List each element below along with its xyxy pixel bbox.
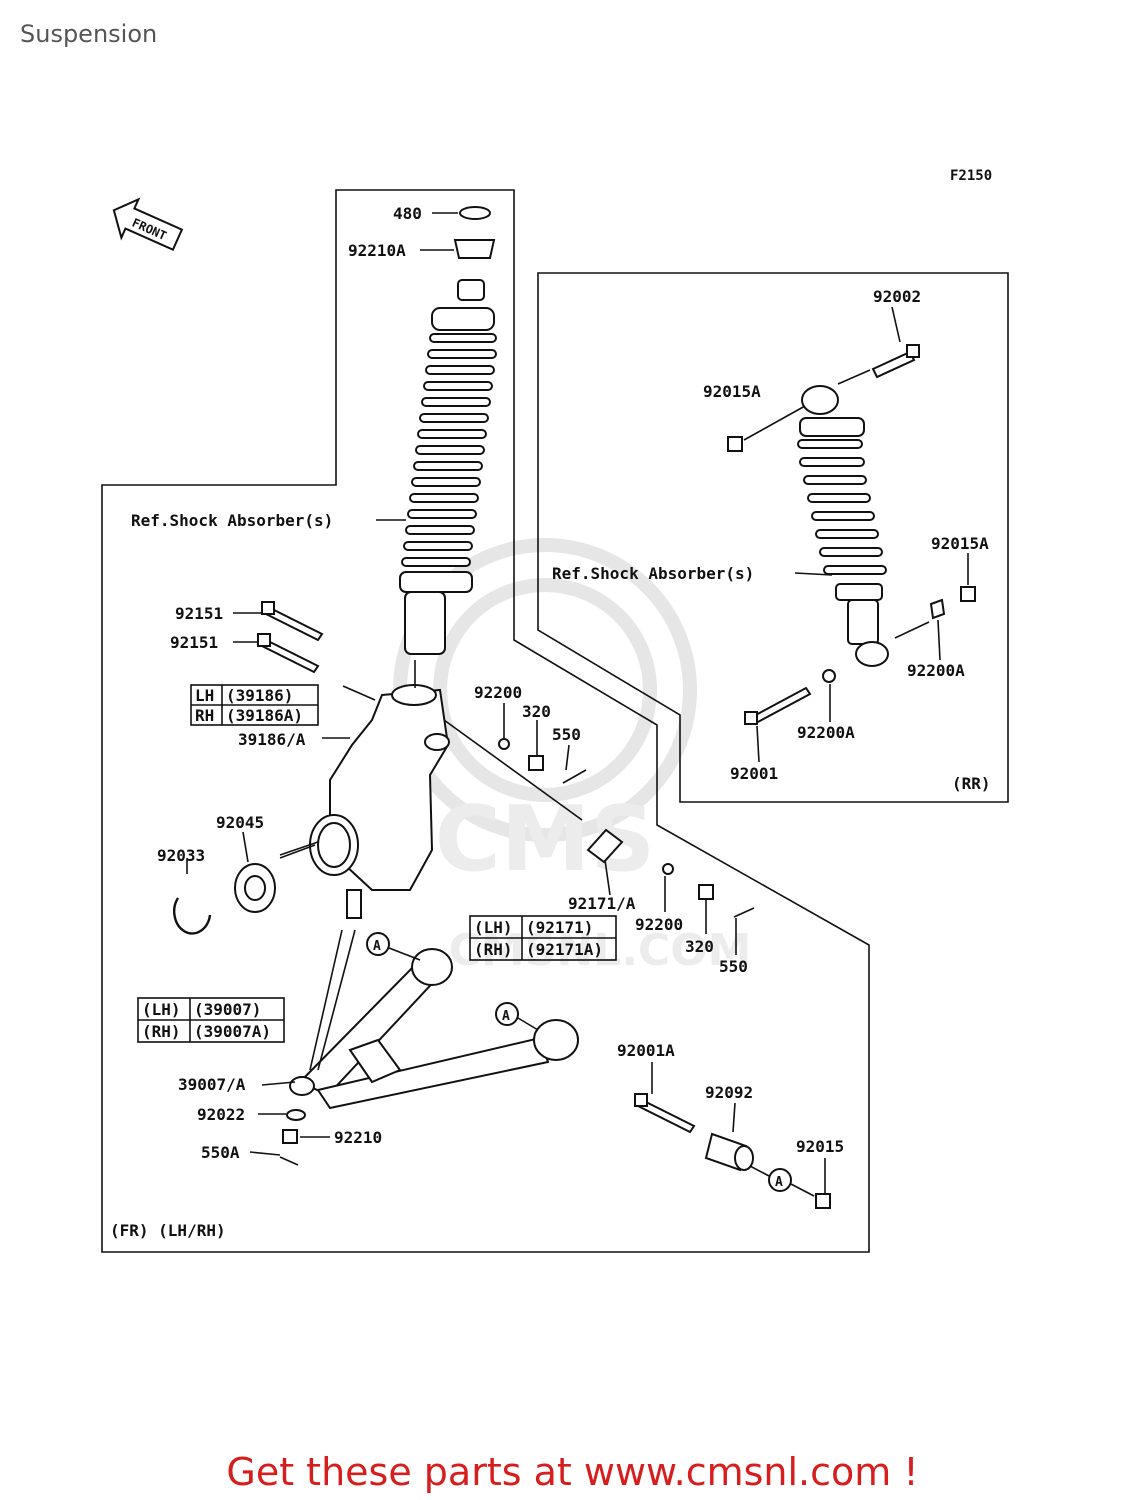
front-shock-spring [401,333,497,567]
wheel-bearing [234,863,276,913]
callout-a-markers: A A A [366,932,815,1197]
label-92200a-r2: 92200A [797,723,855,742]
rear-shock-absorber [727,344,976,725]
watermark-url-text: CMSNL.COM [449,925,752,976]
label-480: 480 [393,204,422,223]
cotter-pin-550-b [733,907,755,918]
label-92033: 92033 [157,846,205,865]
label-92210: 92210 [334,1128,382,1147]
svg-text:(RH): (RH) [474,940,513,959]
svg-text:(39007): (39007) [194,1000,261,1019]
arm-variant-table: (LH) (39007) (RH) (39007A) [137,997,285,1043]
label-92002: 92002 [873,287,921,306]
label-550-a: 550 [552,725,581,744]
lower-a-arm [289,948,579,1110]
nut-320-b [698,884,714,900]
knuckle-bolts [256,601,324,674]
label-92200-a: 92200 [474,683,522,702]
page-title: Suspension [20,20,158,48]
label-rear-assembly: (RR) [952,774,991,793]
bracket-92171 [586,828,624,864]
svg-text:LH: LH [195,686,214,705]
label-92171a: 92171/A [568,894,636,913]
label-92015a-right: 92015A [931,534,989,553]
svg-text:(39186A): (39186A) [226,706,303,725]
cotter-pin-550a [279,1156,299,1166]
watermark-logo-text: CMS [435,787,655,892]
label-92045: 92045 [216,813,264,832]
svg-text:(RH): (RH) [142,1022,181,1041]
label-92151-b: 92151 [170,633,218,652]
label-550-b: 550 [719,957,748,976]
svg-text:(LH): (LH) [474,918,513,937]
svg-text:(LH): (LH) [142,1000,181,1019]
svg-text:(39007A): (39007A) [194,1022,271,1041]
front-shock-absorber [399,206,497,655]
svg-text:(92171A): (92171A) [526,940,603,959]
label-ref-shock-front: Ref.Shock Absorber(s) [131,511,333,530]
label-92210a: 92210A [348,241,406,260]
label-550a: 550A [201,1143,240,1162]
front-assembly-frame [101,189,870,1253]
leader-lines [186,212,969,1193]
label-320-a: 320 [522,702,551,721]
suspension-parts-diagram: CMS CMSNL.COM F2150 FRONT [101,168,1009,1253]
label-92200-b: 92200 [635,915,683,934]
nut-320-a [528,755,544,771]
label-92151-a: 92151 [175,604,223,623]
washer-92200-b [662,863,674,875]
bracket-variant-table: (LH) (92171) (RH) (92171A) [469,915,617,961]
cotter-pin-550-a [562,769,587,784]
label-92001a: 92001A [617,1041,675,1060]
label-39007a: 39007/A [178,1075,246,1094]
circlip [173,897,212,935]
footer-link-text[interactable]: Get these parts at www.cmsnl.com ! [226,1450,919,1494]
label-front-assembly: (FR) (LH/RH) [110,1221,226,1240]
label-ref-shock-rear: Ref.Shock Absorber(s) [552,564,754,583]
label-92092: 92092 [705,1083,753,1102]
label-92001: 92001 [730,764,778,783]
steering-knuckle [309,684,450,919]
part-labels: 480 92210A Ref.Shock Absorber(s) 92151 9… [110,204,991,1240]
svg-text:A: A [502,1009,510,1024]
svg-text:(92171): (92171) [526,918,593,937]
label-39186a: 39186/A [238,730,306,749]
washer-92022 [286,1109,306,1121]
pivot-hardware [634,1093,831,1209]
label-320-b: 320 [685,937,714,956]
svg-text:A: A [775,1175,783,1190]
svg-text:RH: RH [195,706,214,725]
label-92015: 92015 [796,1137,844,1156]
front-arrow-icon: FRONT [112,197,184,252]
label-92022: 92022 [197,1105,245,1124]
knuckle-variant-table: LH (39186) RH (39186A) [190,684,319,726]
diagram-code: F2150 [950,168,992,184]
svg-text:(39186): (39186) [226,686,293,705]
nut-92210 [282,1129,298,1144]
label-92200a-r1: 92200A [907,661,965,680]
rear-assembly-frame [537,272,1009,803]
washer-92200-a [498,738,510,750]
svg-text:A: A [373,939,381,954]
label-92015a-top: 92015A [703,382,761,401]
